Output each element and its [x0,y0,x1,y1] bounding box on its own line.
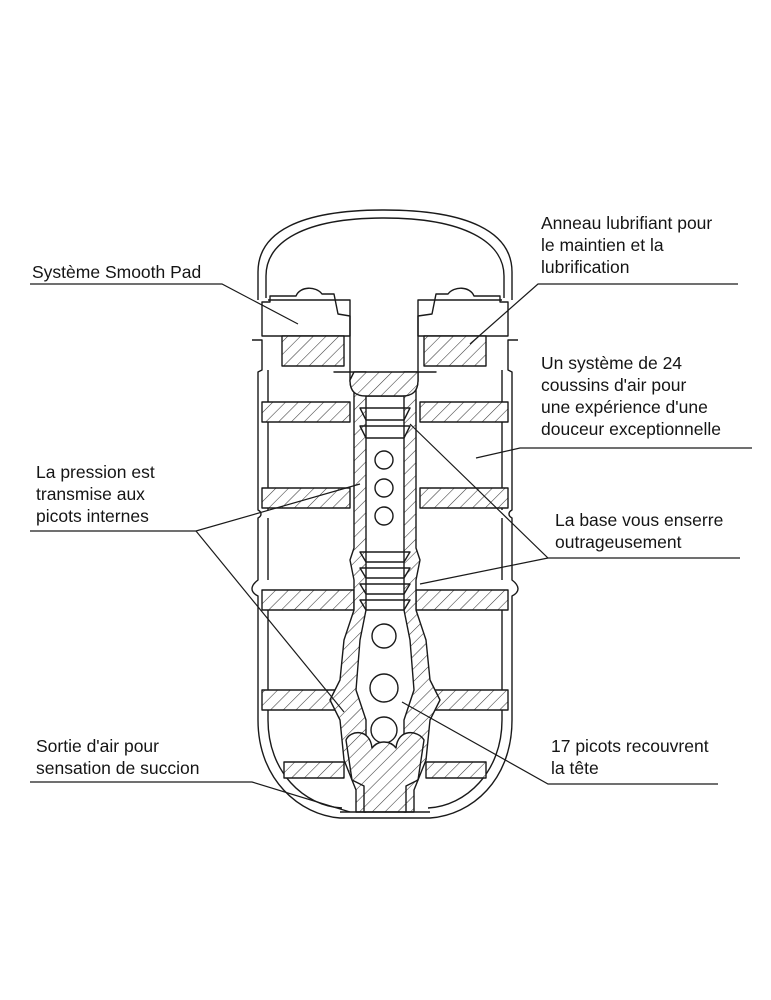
sleeve-outline [251,339,519,819]
leader-smooth-pad [30,283,299,325]
label-air-outlet: Sortie d'air pour sensation de succion [36,736,200,778]
inner-lamellae [359,407,411,611]
label-pressure: La pression est transmise aux picots int… [36,462,155,526]
left-collar [261,287,351,337]
leader-lines [30,283,752,813]
left-lube-ring [281,335,345,367]
leader-air-outlet [30,781,351,813]
leader-picots [401,701,718,785]
leader-air-cushions [475,447,752,459]
core-hatch [349,371,419,397]
air-cushion-ribs [261,401,509,779]
label-picots: 17 picots recouvrent la tête [551,736,709,778]
channel-left-wall [329,371,367,813]
label-lube-ring: Anneau lubrifiant pour le maintien et la… [541,213,713,277]
label-smooth-pad: Système Smooth Pad [32,262,202,282]
leader-base-2 [419,557,549,585]
leader-lube-ring [469,283,738,345]
outer-cap-inner [265,217,505,298]
outer-cap [257,209,513,300]
internal-nubs [369,450,399,744]
right-collar [417,287,509,337]
right-lube-ring [423,335,487,367]
channel-right-wall [403,371,441,813]
label-air-cushions: Un système de 24 coussins d'air pour une… [541,353,721,439]
leader-pressure-2 [195,530,345,713]
head-base [345,732,425,813]
label-base: La base vous enserre outrageusement [555,510,724,552]
